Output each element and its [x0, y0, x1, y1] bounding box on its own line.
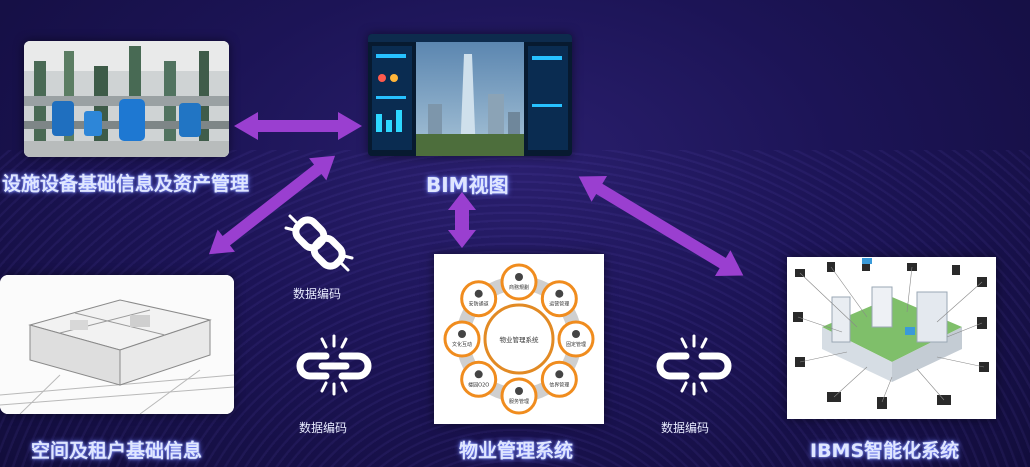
petal-icon	[458, 330, 466, 338]
wheel-petal: 运营管理	[540, 280, 578, 318]
petal-label: 信界管理	[549, 381, 569, 388]
petal-label: 服务管理	[509, 398, 529, 405]
wheel-petal: 信界管理	[540, 360, 578, 398]
link-label-left: 数据编码	[299, 421, 348, 435]
petal-icon	[555, 289, 564, 298]
chain-link-icon	[282, 206, 356, 280]
arrow-facility-bim	[234, 112, 362, 140]
broken-link-icon-left	[292, 334, 376, 396]
petal-label: 文化互动	[452, 341, 472, 348]
petal-label: 固定管理	[566, 341, 586, 348]
bim-view-image	[368, 34, 572, 156]
petal-icon	[474, 289, 483, 298]
wheel-petal: 楼园O2O	[460, 360, 498, 398]
space-floorplan-image	[0, 275, 234, 414]
wheel-petal: 商務規劃	[500, 263, 538, 301]
ibms-label: IBMS智能化系统	[810, 440, 960, 462]
petal-icon	[515, 273, 523, 281]
space-label: 空间及租户基础信息	[31, 440, 203, 462]
bim-label: BIM视图	[426, 173, 509, 197]
wheel-petal: 文化互动	[443, 320, 481, 358]
facility-label: 设施设备基础信息及资产管理	[2, 173, 250, 195]
property-management-image: 物业管理系统 商務規劃运营管理固定管理信界管理服务管理 楼园O2O 文化互动 安防通道	[434, 254, 604, 424]
broken-link-icon-right	[652, 334, 736, 396]
property-label: 物业管理系统	[459, 440, 574, 462]
petal-label: 运营管理	[549, 301, 569, 308]
petal-label: 商務規劃	[509, 284, 529, 291]
petal-icon	[515, 387, 523, 395]
petal-icon	[474, 370, 483, 379]
link-label-right: 数据编码	[661, 421, 710, 435]
wheel-petal: 服务管理	[500, 377, 538, 415]
ibms-building-image	[787, 257, 996, 419]
petal-label: 楼园O2O	[468, 381, 489, 388]
wheel-center-text: 物业管理系统	[500, 335, 540, 344]
wheel-petal: 安防通道	[460, 280, 498, 318]
petal-icon	[572, 330, 580, 338]
petal-icon	[555, 370, 564, 379]
facility-equipment-image	[24, 41, 229, 157]
petal-label: 安防通道	[469, 301, 489, 308]
wheel-petal: 固定管理	[557, 320, 595, 358]
link-label-top: 数据编码	[293, 287, 342, 301]
